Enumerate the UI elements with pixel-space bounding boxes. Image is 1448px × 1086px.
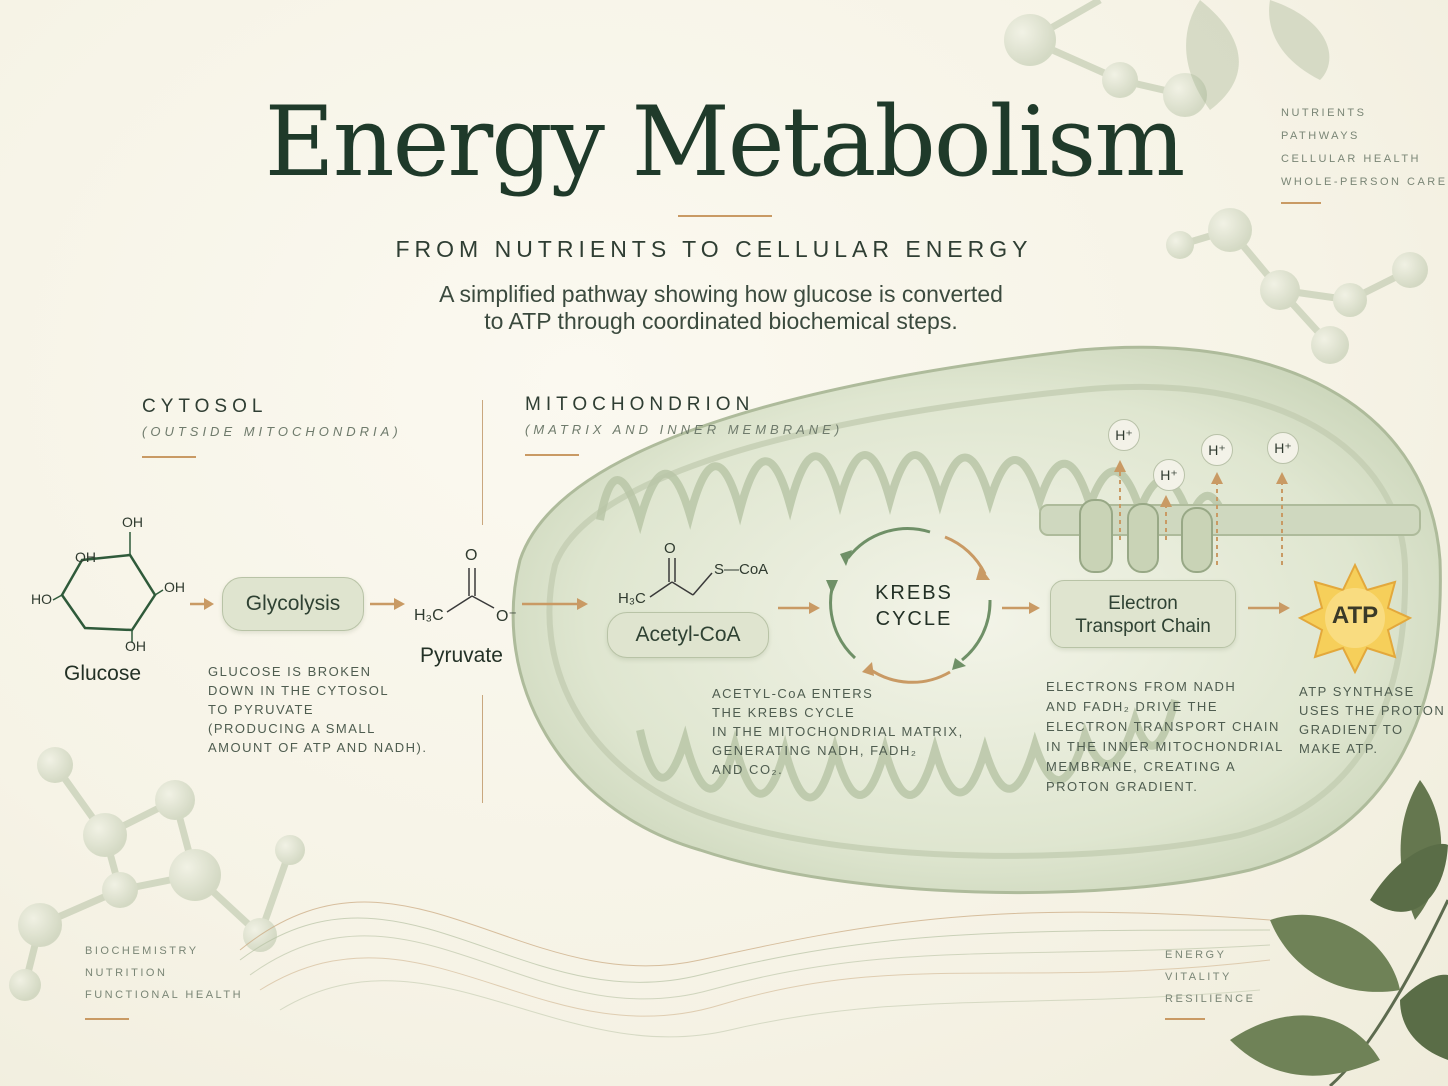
note-line: (PRODUCING A SMALL [208,721,376,736]
tag-divider [1165,1018,1205,1020]
acetyl-h3c: H₃C [618,590,646,607]
proton-arrows [1114,460,1288,565]
note-line: ELECTRON TRANSPORT CHAIN [1046,719,1280,734]
page-title: Energy Metabolism [264,86,1186,198]
etc-line-1: Electron [1108,593,1178,614]
section-separator-bottom [482,695,483,803]
glucose-ho-left: HO [31,591,52,607]
glucose-oh-bottom: OH [125,638,146,654]
tag-item: WHOLE-PERSON CARE [1281,176,1448,188]
page-description: A simplified pathway showing how glucose… [0,281,1442,335]
pyruvate-o: O [465,547,478,564]
proton-badge: H⁺ [1201,434,1233,466]
glycolysis-label: Glycolysis [245,592,341,615]
proton-badge: H⁺ [1108,419,1140,451]
atp-star-icon [1297,562,1413,675]
mitochondrion-divider [525,454,579,456]
krebs-note: ACETYL-CoA ENTERS THE KREBS CYCLE IN THE… [712,684,964,779]
tag-item: PATHWAYS [1281,130,1360,142]
pyruvate-h3c: H₃C [414,607,444,624]
atp-label: ATP [1331,602,1379,629]
flow-arrows [190,598,1290,614]
description-line-2: to ATP through coordinated biochemical s… [484,308,958,334]
note-line: GLUCOSE IS BROKEN [208,664,372,679]
tag-item: VITALITY [1165,971,1232,983]
glucose-structure-icon [52,532,164,642]
acetyl-coa-structure-icon [649,558,713,598]
acetyl-coa-label: Acetyl-CoA [635,623,741,646]
note-line: ACETYL-CoA ENTERS [712,686,874,701]
top-right-tags: NUTRIENTS PATHWAYS CELLULAR HEALTH WHOLE… [1281,102,1448,204]
etc-note: ELECTRONS FROM NADH AND FADH₂ DRIVE THE … [1046,677,1284,797]
pyruvate-structure-icon [446,568,495,613]
description-line-1: A simplified pathway showing how glucose… [439,281,1003,307]
glycolysis-box: Glycolysis [222,577,364,631]
proton-badge: H⁺ [1153,459,1185,491]
note-line: AND CO₂. [712,762,784,777]
note-line: ELECTRONS FROM NADH [1046,679,1237,694]
cytosol-divider [142,456,196,458]
cytosol-subheading: (OUTSIDE MITOCHONDRIA) [142,424,402,439]
leaves-bottom-right-icon [1230,780,1448,1086]
glucose-oh-left: OH [75,549,96,565]
tag-item: RESILIENCE [1165,993,1256,1005]
note-line: AND FADH₂ DRIVE THE [1046,699,1218,714]
proton-badge: H⁺ [1267,432,1299,464]
wave-lines [239,901,1271,1038]
etc-line-2: Transport Chain [1075,616,1211,637]
bottom-left-tags: BIOCHEMISTRY NUTRITION FUNCTIONAL HEALTH [85,940,243,1020]
tag-item: CELLULAR HEALTH [1281,153,1421,165]
pyruvate-ominus: O⁻ [496,608,517,625]
tag-item: NUTRIENTS [1281,107,1367,119]
acetyl-scoa: S—CoA [714,561,769,578]
molecule-bottom-left-icon [9,747,305,1001]
title-divider [678,215,772,217]
note-line: IN THE INNER MITOCHONDRIAL [1046,739,1284,754]
etc-box: Electron Transport Chain [1050,580,1236,648]
note-line: GENERATING NADH, FADH₂ [712,743,918,758]
mitochondrion-subheading: (MATRIX AND INNER MEMBRANE) [525,422,844,437]
note-line: IN THE MITOCHONDRIAL MATRIX, [712,724,964,739]
tag-item: ENERGY [1165,949,1227,961]
mitochondrion-illustration [511,345,1442,895]
glucose-label: Glucose [64,662,142,685]
note-line: USES THE PROTON [1299,703,1446,718]
pyruvate-label: Pyruvate [420,644,503,667]
note-line: ATP SYNTHASE [1299,684,1415,699]
krebs-line-1: KREBS [875,582,953,604]
leaf-top-right-icon [1186,0,1330,110]
section-separator-top [482,400,483,525]
atp-note: ATP SYNTHASE USES THE PROTON GRADIENT TO… [1299,682,1445,758]
cytosol-heading: CYTOSOL [142,396,268,417]
glucose-oh-top: OH [122,514,143,530]
acetyl-coa-box: Acetyl-CoA [607,612,769,658]
note-line: AMOUNT OF ATP AND NADH). [208,740,428,755]
krebs-cycle-arrows-icon [826,527,992,684]
tag-divider [85,1018,129,1020]
bottom-right-tags: ENERGY VITALITY RESILIENCE [1165,944,1255,1020]
tag-item: FUNCTIONAL HEALTH [85,989,244,1001]
note-line: DOWN IN THE CYTOSOL [208,683,390,698]
page-subtitle: FROM NUTRIENTS TO CELLULAR ENERGY [395,236,1033,262]
tag-divider [1281,202,1321,204]
note-line: MEMBRANE, CREATING A [1046,759,1237,774]
note-line: MAKE ATP. [1299,741,1379,756]
krebs-line-2: CYCLE [875,608,953,630]
molecule-top-right-icon [1004,0,1428,364]
glucose-oh-right: OH [164,579,185,595]
note-line: GRADIENT TO [1299,722,1404,737]
krebs-cycle-label: KREBS CYCLE [858,580,970,632]
note-line: TO PYRUVATE [208,702,315,717]
acetyl-o: O [664,540,676,557]
note-line: THE KREBS CYCLE [712,705,856,720]
glycolysis-note: GLUCOSE IS BROKEN DOWN IN THE CYTOSOL TO… [208,662,427,757]
tag-item: BIOCHEMISTRY [85,945,199,957]
tag-item: NUTRITION [85,967,168,979]
mitochondrion-heading: MITOCHONDRION [525,394,755,415]
note-line: PROTON GRADIENT. [1046,779,1199,794]
